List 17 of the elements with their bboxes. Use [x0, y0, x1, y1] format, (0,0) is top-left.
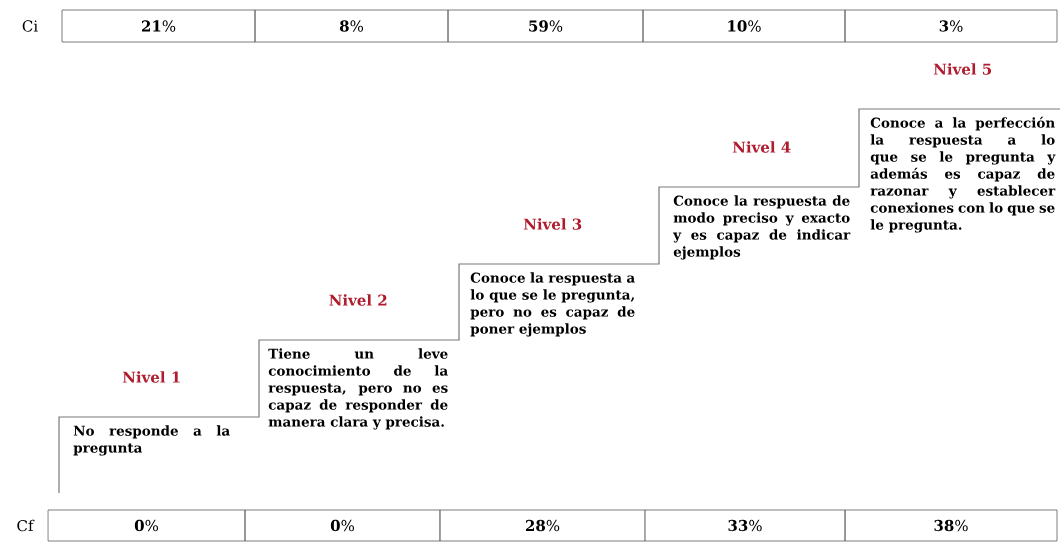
table-cell: 28% — [439, 509, 646, 542]
level-step: Nivel 3 Conoce la respuesta a lo que se le pregunta, pero no es capaz de poner ejemplos — [470, 218, 635, 337]
level-step: Nivel 4 Conoce la respuesta de modo preciso y exacto y es capaz de indicar ejemplos — [673, 141, 851, 260]
level-step: Nivel 1 No responde a la pregunta — [73, 371, 230, 456]
table-cell: 33% — [644, 509, 846, 542]
table-cell: 8% — [254, 9, 449, 43]
row-label: Cf — [17, 519, 35, 532]
table-cell: 21% — [61, 9, 256, 43]
table-cell: 0% — [244, 509, 441, 542]
table-cell: 3% — [844, 9, 1058, 43]
table-cell: 59% — [447, 9, 644, 43]
table-cell: 38% — [844, 509, 1058, 542]
table-cell: 0% — [47, 509, 246, 542]
level-step: Nivel 2 Tiene un leve conocimiento de la respuesta, pero no es capaz de responder de manera clara y precisa. — [268, 294, 448, 430]
table-cell: 10% — [642, 9, 846, 43]
row-label: Ci — [22, 20, 38, 32]
level-step: Nivel 5 Conoce a la perfección la respuesta a lo que se le pregunta y además es capaz de razonar y establecer conexiones con lo que se le pregunta. — [870, 63, 1056, 233]
